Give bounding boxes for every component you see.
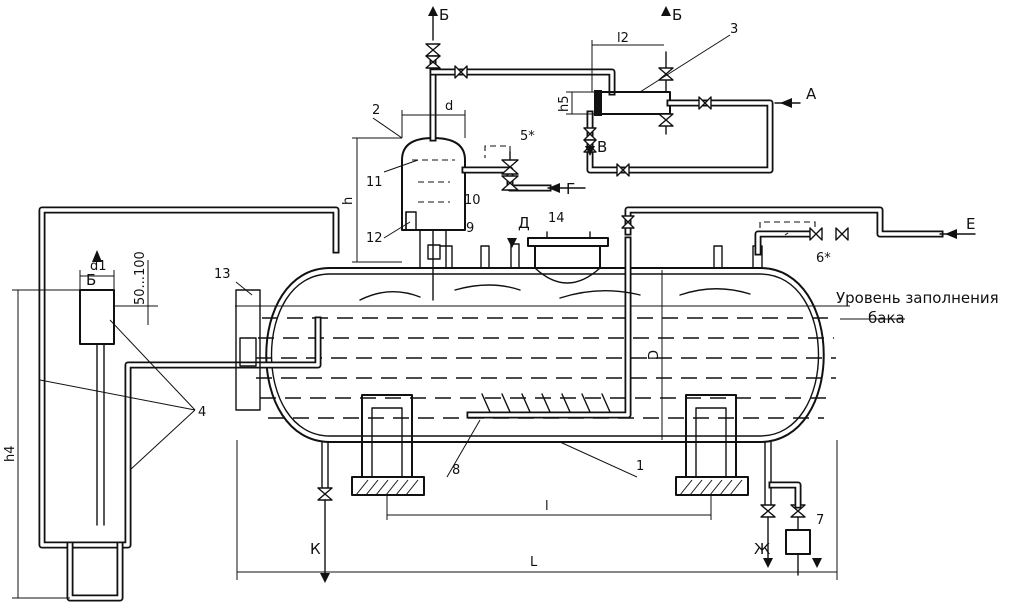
flow-label-b-right: Б — [672, 6, 682, 24]
dim-l2: l2 — [617, 31, 629, 46]
dim-h4: h4 — [3, 445, 18, 462]
manhole — [527, 231, 609, 284]
callout-7: 7 — [816, 513, 824, 528]
callout-3: 3 — [730, 22, 738, 37]
valve-e-line — [621, 215, 635, 229]
valve-6 — [809, 227, 849, 241]
valve-heater-right — [698, 96, 712, 110]
dimension-lines — [12, 40, 838, 599]
storage-tank — [265, 267, 825, 443]
callout-6: 6* — [816, 251, 831, 266]
callout-2: 2 — [372, 103, 380, 118]
fill-level-line2: бака — [868, 309, 905, 327]
top-nozzles — [480, 243, 763, 269]
dim-l: l — [545, 499, 549, 514]
dim-range: 50...100 — [133, 251, 148, 305]
dim-d: d — [445, 99, 453, 114]
flow-label-g: Г — [566, 180, 575, 198]
tank-support-right — [675, 394, 749, 496]
dim-h: h — [341, 197, 356, 205]
dim-d1: d1 — [90, 259, 107, 274]
flow-label-d: Д — [518, 214, 530, 232]
flow-label-e: Е — [966, 215, 975, 233]
drain-k — [321, 441, 329, 576]
flow-arrows — [92, 6, 957, 583]
valve-top-left — [425, 43, 441, 69]
flow-labels: А Б Б Б В Г Д Е Ж К — [86, 6, 975, 558]
callout-10: 10 — [464, 193, 481, 208]
valve-right-line — [616, 163, 630, 177]
callout-4: 4 — [198, 405, 206, 420]
valve-heater-below — [658, 113, 674, 127]
valve-zh-left — [760, 504, 776, 518]
flow-label-v: В — [597, 138, 607, 156]
overflow-seal — [38, 206, 340, 602]
callout-9: 9 — [466, 221, 474, 236]
flow-label-a: А — [806, 85, 817, 103]
level-indicator — [235, 289, 261, 411]
callout-13: 13 — [214, 267, 231, 282]
callout-8: 8 — [452, 463, 460, 478]
callout-12: 12 — [366, 231, 383, 246]
impulse-lines — [484, 145, 816, 228]
valve-upper-line — [454, 65, 468, 79]
flow-label-k: К — [310, 540, 321, 558]
gas-flow-arrows — [359, 284, 751, 301]
drain-zh — [764, 441, 811, 576]
deaerator-column — [401, 137, 466, 301]
tank-support-left — [351, 394, 425, 496]
valve-k — [317, 487, 333, 501]
liquid-level-lines — [235, 305, 850, 419]
dimension-labels: l2 h5 d h d1 50...100 h4 D l L — [3, 31, 662, 570]
upper-pipeline — [429, 68, 616, 96]
callout-5: 5* — [520, 129, 535, 144]
bubbler-pipe — [466, 236, 632, 419]
dim-h5: h5 — [557, 95, 572, 112]
dim-D: D — [647, 350, 662, 360]
inlet-pipe-e — [624, 206, 976, 256]
flow-label-b-left: Б — [439, 6, 449, 24]
callout-11: 11 — [366, 175, 383, 190]
callout-1: 1 — [636, 459, 644, 474]
callout-14: 14 — [548, 211, 565, 226]
callout-leaders — [39, 34, 905, 478]
fill-level-line1: Уровень заполнения — [836, 289, 999, 307]
callout-numbers: 1 2 3 4 5* 6* 7 8 9 10 11 12 13 14 — [198, 22, 831, 528]
fill-level-label: Уровень заполнения бака — [836, 289, 999, 327]
flow-label-zh: Ж — [754, 540, 770, 558]
dim-L: L — [530, 555, 538, 570]
water-seal — [405, 211, 453, 269]
flow-label-b-gauge: Б — [86, 271, 96, 289]
valve-5 — [501, 151, 519, 191]
heater — [594, 51, 671, 135]
